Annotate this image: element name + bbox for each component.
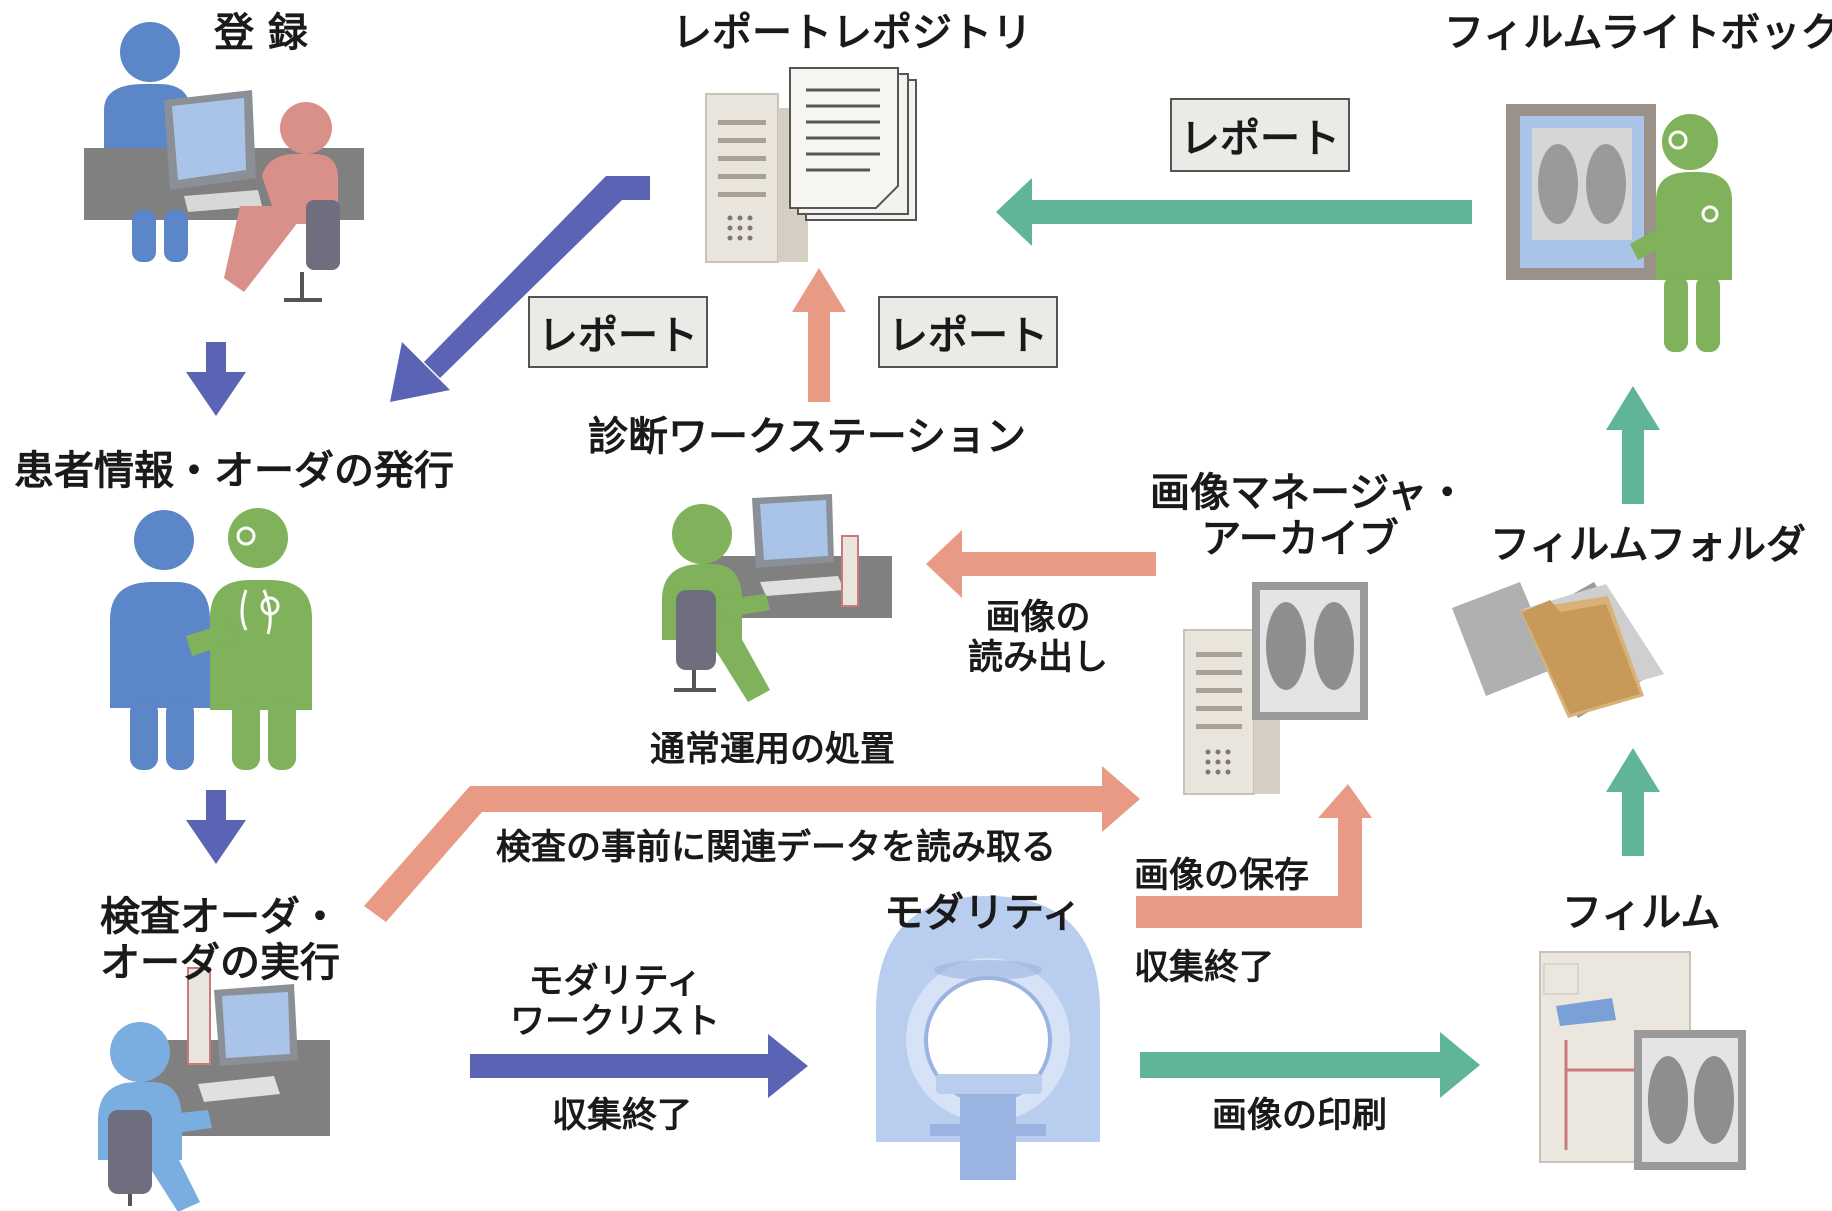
arrow-folder-to-lightbox [1606,386,1660,504]
acq-complete-right-label: 収集終了 [1134,948,1275,988]
arrow-worklist [470,1034,808,1098]
report-repository-label: レポートレポジトリ [672,10,1032,56]
arrow-print [1140,1032,1480,1098]
film-printer-icon [1539,951,1746,1170]
film-folder-label: フィルムフォルダ [1490,522,1806,568]
diagnostic-workstation-label: 診断ワークステーション [588,414,1026,460]
report-tag-left: レポート [528,296,708,368]
image-manager-label-line2: アーカイブ [1201,516,1399,562]
acq-complete-left-label: 収集終了 [552,1096,693,1136]
ct-scanner-icon [876,896,1100,1180]
arrow-repository-to-order [390,176,650,402]
normal-handling-label: 通常運用の処置 [650,730,896,770]
image-print-label: 画像の印刷 [1212,1096,1388,1136]
arrow-film-to-folder [1606,748,1660,856]
exam-order-label-line1: 検査オーダ・ [100,894,340,940]
operator-at-computer-icon [98,967,330,1211]
modality-worklist-label: モダリティ ワークリスト [510,962,720,1043]
preread-data-label: 検査の事前に関連データを読み取る [496,828,1057,868]
arrow-workstation-to-repository [792,268,846,402]
image-manager-label: 画像マネージャ・ アーカイブ [1150,470,1468,562]
modality-worklist-label-line1: モダリティ [528,962,702,1002]
patient-order-issue-label: 患者情報・オーダの発行 [14,448,454,494]
film-lightbox-label: フィルムライトボックス [1444,10,1832,56]
folder-with-films-icon [1452,582,1664,718]
arrow-order-to-exam [186,790,246,864]
patient-and-doctor-icon [110,508,312,770]
exam-order-label: 検査オーダ・ オーダの実行 [90,894,350,986]
modality-label: モダリティ [884,890,1082,936]
arrow-registration-to-order [186,342,246,416]
image-store-label: 画像の保存 [1134,856,1310,896]
arrow-preread [364,766,1140,922]
arrow-image-retrieve [926,530,1156,598]
reception-desk-icon [84,22,364,302]
exam-order-label-line2: オーダの実行 [100,940,340,986]
image-retrieve-label-line1: 画像の [985,598,1091,638]
registration-label: 登 録 [214,10,308,56]
modality-worklist-label-line2: ワークリスト [510,1002,721,1043]
arrow-lightbox-to-repository [996,178,1472,246]
server-with-documents-icon [705,67,917,263]
doctor-at-workstation-icon [662,494,892,702]
doctor-viewing-xray-icon [1506,104,1732,352]
image-retrieve-label: 画像の 読み出し [958,598,1118,679]
report-tag-right: レポート [878,296,1058,368]
arrow-image-store [1136,784,1372,928]
server-with-xray-icon [1183,582,1368,795]
image-retrieve-label-line2: 読み出し [967,638,1108,679]
film-label: フィルム [1562,890,1721,936]
image-manager-label-line1: 画像マネージャ・ [1150,470,1468,516]
report-tag-top: レポート [1170,98,1350,172]
